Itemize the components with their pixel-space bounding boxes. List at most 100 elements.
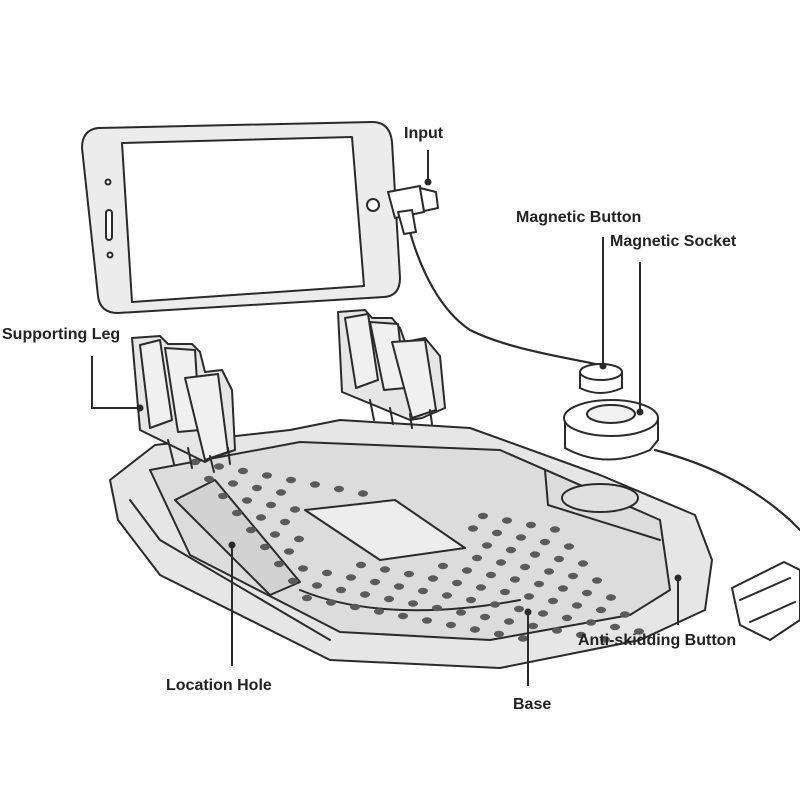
label-magnetic-button: Magnetic Button [516, 209, 642, 226]
location-hole [470, 626, 480, 633]
location-hole [504, 618, 514, 625]
location-hole [552, 627, 562, 634]
usb-a-plug [731, 561, 800, 641]
label-supporting-leg: Supporting Leg [2, 326, 121, 343]
location-hole [510, 576, 520, 583]
location-hole [218, 492, 228, 500]
location-hole [326, 599, 336, 606]
location-hole [576, 631, 586, 639]
socket-recess [561, 483, 639, 513]
cable-lower [653, 448, 800, 532]
location-hole [294, 535, 304, 543]
label-input: Input [404, 125, 444, 142]
location-hole [578, 560, 588, 567]
location-hole [334, 485, 344, 493]
label-location-hole: Location Hole [166, 677, 272, 694]
location-hole [418, 587, 428, 595]
location-hole [452, 579, 462, 587]
location-hole [486, 571, 496, 579]
location-hole [228, 480, 238, 487]
location-hole [540, 538, 550, 546]
label-anti-skidding-button: Anti-skidding Button [578, 632, 737, 649]
location-hole [554, 555, 564, 563]
location-hole [384, 595, 394, 603]
location-hole [506, 546, 516, 554]
location-hole [322, 569, 332, 577]
location-hole [312, 582, 322, 589]
location-hole [262, 472, 272, 479]
location-hole [476, 584, 486, 591]
leader-lines [91, 150, 682, 686]
location-hole [302, 594, 312, 602]
location-hole [526, 521, 536, 529]
location-hole [252, 484, 262, 492]
location-hole [582, 589, 592, 597]
location-hole [310, 481, 320, 488]
location-hole [358, 490, 368, 497]
location-hole [482, 542, 492, 549]
location-hole [500, 588, 510, 596]
location-holes [190, 458, 644, 643]
location-hole [356, 561, 366, 569]
location-hole [462, 567, 472, 574]
location-hole [596, 606, 606, 614]
location-hole [530, 551, 540, 558]
location-hole [524, 593, 534, 600]
location-hole [592, 577, 602, 584]
location-hole [520, 563, 530, 571]
micro-usb-plug [387, 185, 439, 235]
location-hole [422, 617, 432, 624]
label-magnetic-socket: Magnetic Socket [610, 233, 737, 250]
supporting-leg-right [337, 309, 446, 429]
phone-rest-pad [304, 499, 466, 561]
location-hole [432, 604, 442, 612]
location-hole [280, 518, 290, 526]
location-hole [346, 574, 356, 581]
location-hole [600, 636, 610, 643]
location-hole [204, 475, 214, 483]
location-hole [586, 619, 596, 626]
location-hole [214, 463, 224, 470]
location-hole [466, 596, 476, 604]
location-hole [438, 562, 448, 570]
location-hole [472, 554, 482, 562]
location-hole [290, 506, 300, 513]
location-hole [238, 467, 248, 475]
location-hole [336, 586, 346, 594]
location-hole [478, 512, 488, 520]
magnetic-socket [563, 399, 659, 461]
location-hole [572, 602, 582, 609]
location-hole [246, 526, 256, 534]
location-hole [350, 603, 360, 611]
location-hole [428, 575, 438, 582]
location-hole [518, 635, 528, 642]
location-hole [544, 568, 554, 575]
location-hole [492, 529, 502, 537]
location-hole [398, 612, 408, 620]
location-hole [620, 611, 630, 618]
location-hole [490, 601, 500, 608]
location-hole [408, 600, 418, 607]
location-hole [548, 597, 558, 605]
location-hole [404, 570, 414, 578]
supporting-leg-left [131, 335, 236, 473]
location-hole [270, 531, 280, 538]
location-hole [360, 591, 370, 598]
location-hole [468, 525, 478, 532]
location-hole [514, 605, 524, 613]
location-hole [284, 548, 294, 555]
location-hole [606, 594, 616, 601]
location-hole [370, 578, 380, 586]
location-hole [568, 572, 578, 580]
location-hole [538, 610, 548, 617]
location-hole [256, 514, 266, 521]
location-hole [394, 583, 404, 590]
location-hole [502, 517, 512, 524]
cable-upper [406, 223, 602, 367]
location-hole [558, 585, 568, 592]
location-hole [288, 577, 298, 585]
location-hole [286, 476, 296, 484]
location-hole [550, 526, 560, 533]
